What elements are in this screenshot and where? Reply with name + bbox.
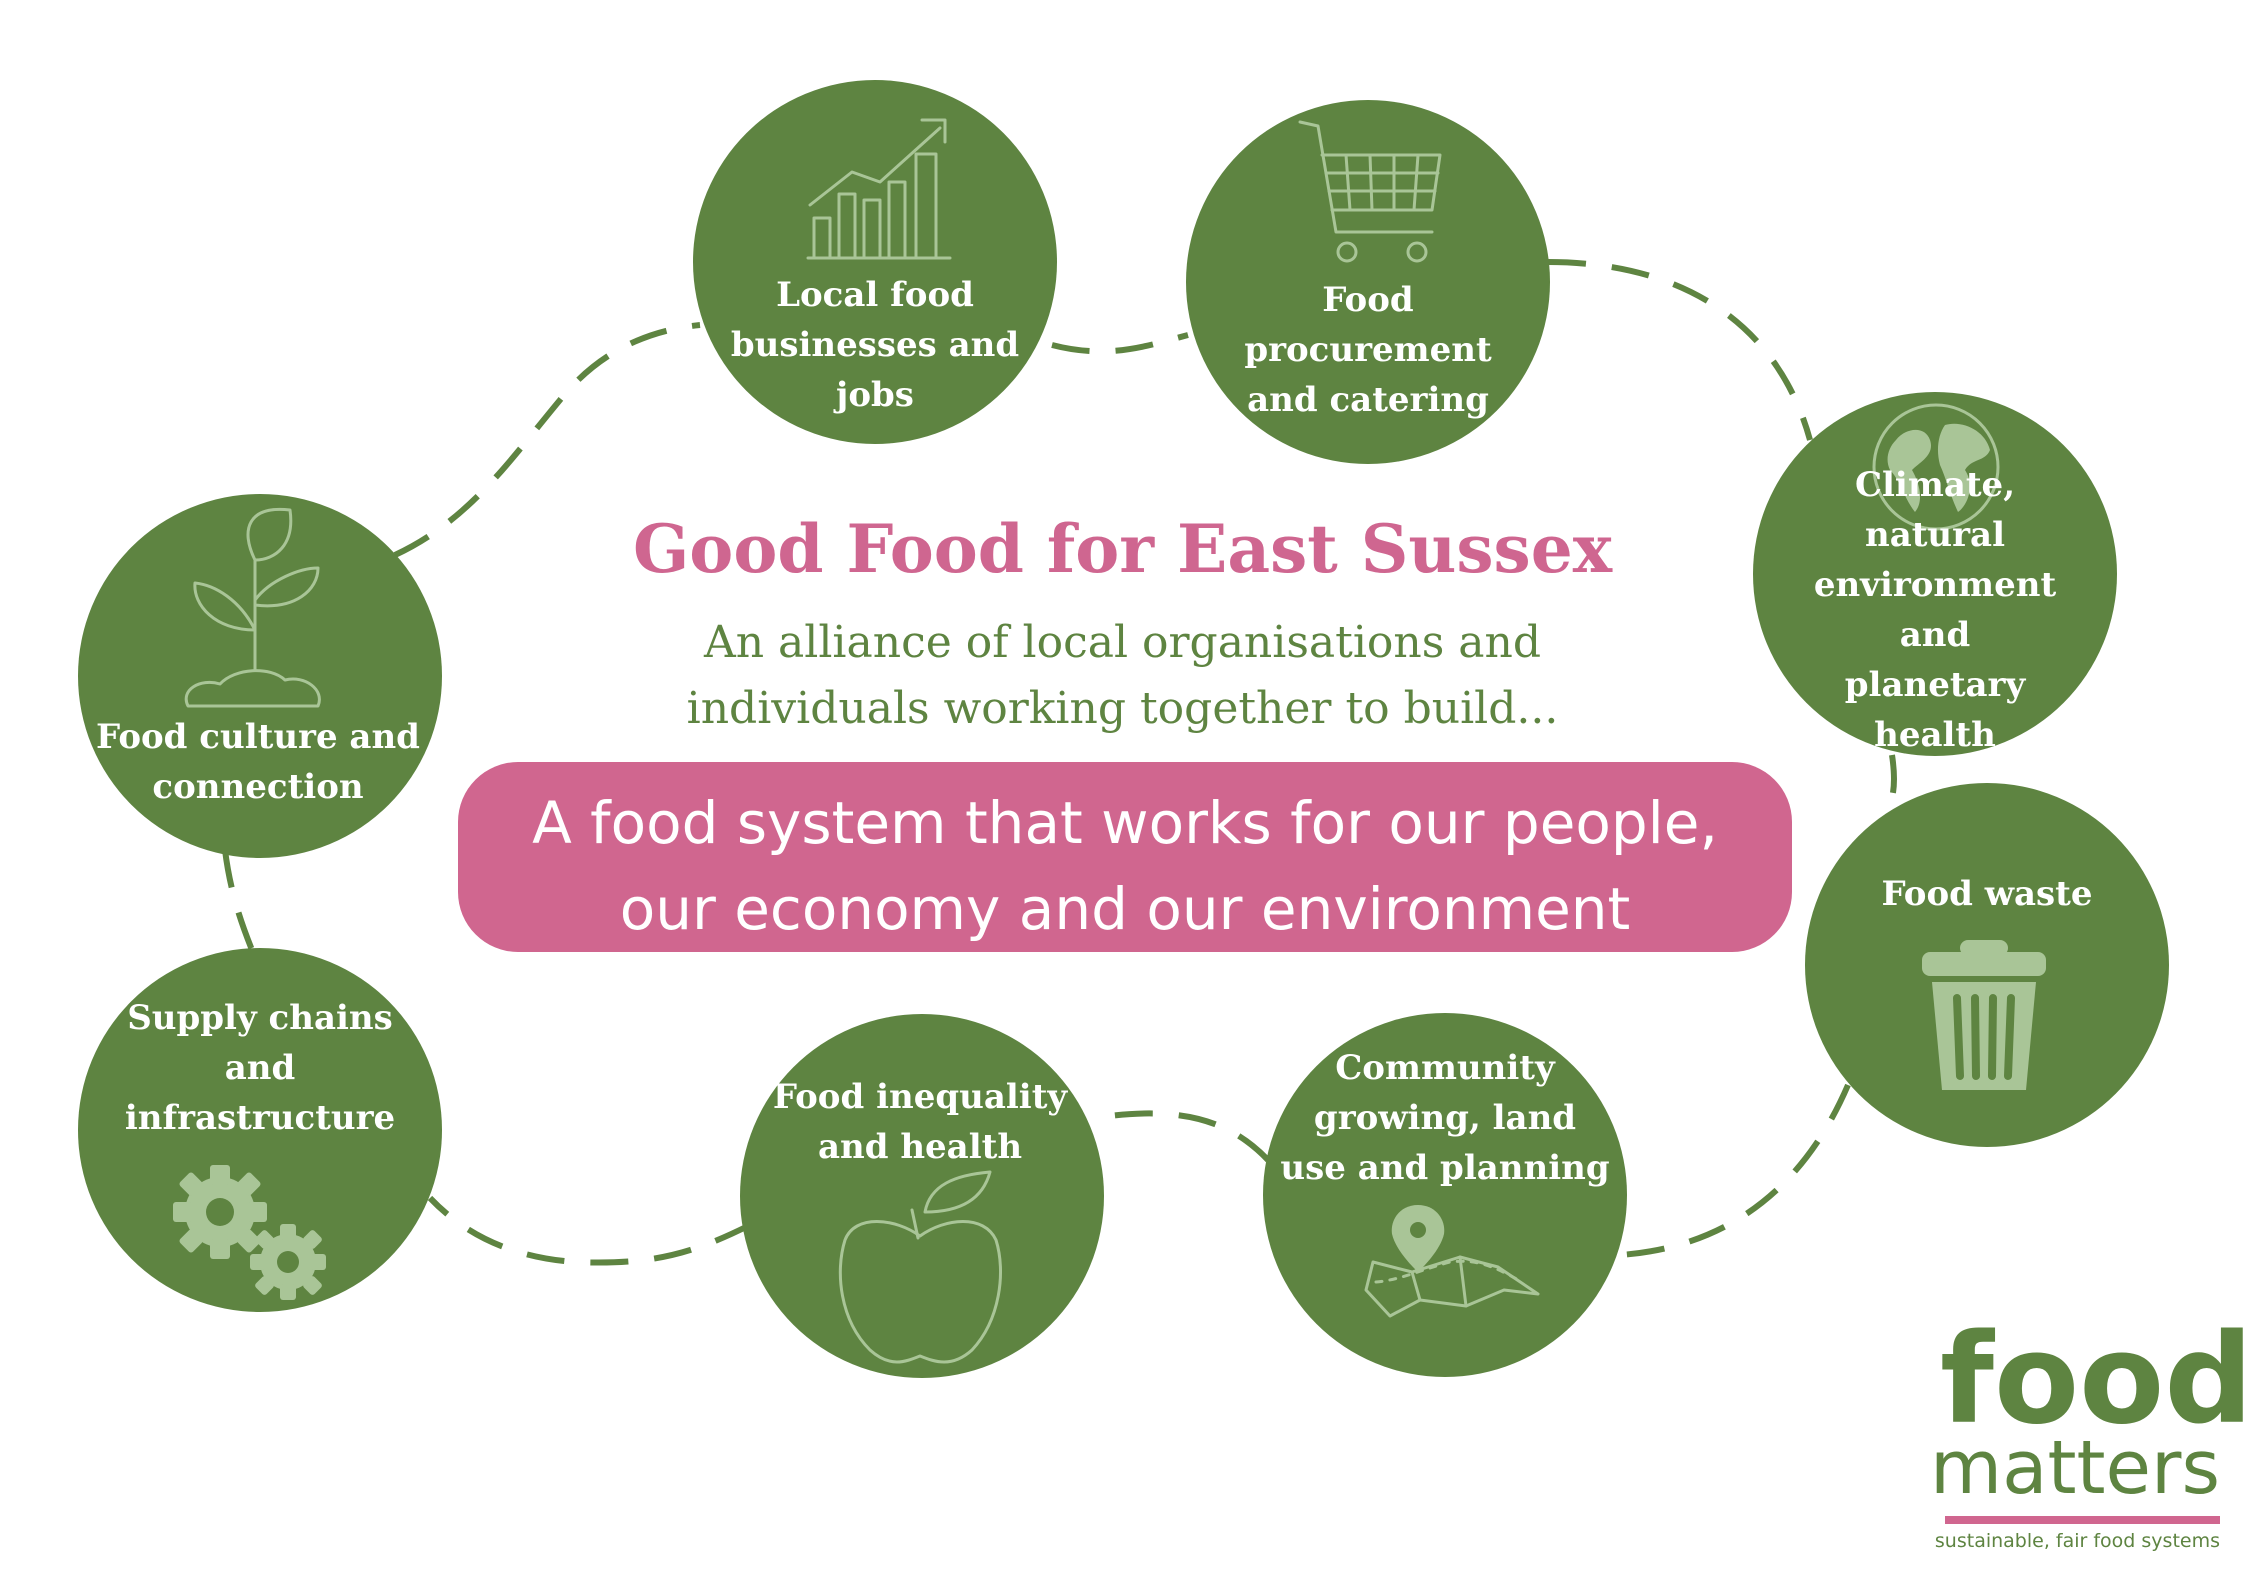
logo-tagline: sustainable, fair food systems xyxy=(1934,1530,2220,1552)
vision-banner: A food system that works for our people,… xyxy=(458,762,1792,952)
topic-circle xyxy=(1263,1013,1627,1377)
page-title: Good Food for East Sussex xyxy=(632,510,1613,588)
topic-label-supply-chains: Supply chains and infrastructure xyxy=(124,998,396,1138)
connector-line xyxy=(1887,754,1898,806)
globe-icon xyxy=(1872,403,2000,531)
connector-line xyxy=(1051,332,1189,355)
logo-matters-text: matters xyxy=(1930,1425,2220,1511)
map-pin-icon xyxy=(1364,1205,1540,1318)
topic-label-procurement: Food procurement and catering xyxy=(1244,280,1492,420)
gears-icon xyxy=(173,1165,326,1300)
topic-circle xyxy=(1186,100,1550,464)
topic-label-food-culture: Food culture and connection xyxy=(96,717,420,807)
topic-label-community-growing: Community growing, land use and planning xyxy=(1280,1048,1610,1188)
topic-circle xyxy=(78,948,442,1312)
logo-food-text: food xyxy=(1940,1308,2245,1452)
connector-line xyxy=(427,1195,752,1266)
topic-label-climate: Climate, natural environment and planeta… xyxy=(1813,465,2057,755)
logo-divider xyxy=(1945,1516,2220,1524)
topic-circle xyxy=(78,494,442,858)
connector-path xyxy=(222,259,1898,1266)
connector-line xyxy=(1094,1110,1271,1163)
apple-icon xyxy=(838,1170,1002,1364)
topic-circle xyxy=(693,80,1057,444)
topic-label-local-food: Local food businesses and jobs xyxy=(730,275,1020,415)
connector-line xyxy=(393,322,701,558)
topic-label-food-waste: Food waste xyxy=(1881,874,2093,914)
page-subtitle: An alliance of local organisations and i… xyxy=(686,617,1559,734)
waste-bin-icon xyxy=(1922,940,2046,1090)
shopping-cart-icon xyxy=(1298,120,1442,263)
connector-line xyxy=(1547,259,1813,441)
topic-circle xyxy=(1753,392,2117,756)
connector-line xyxy=(222,849,255,952)
seedling-icon xyxy=(184,507,321,708)
connector-line xyxy=(1619,1083,1851,1258)
topic-circle xyxy=(740,1014,1104,1378)
vision-banner-text: A food system that works for our people,… xyxy=(532,789,1718,943)
bar-chart-trend-icon xyxy=(806,118,952,260)
topic-label-food-inequality: Food inequality and health xyxy=(772,1077,1068,1167)
